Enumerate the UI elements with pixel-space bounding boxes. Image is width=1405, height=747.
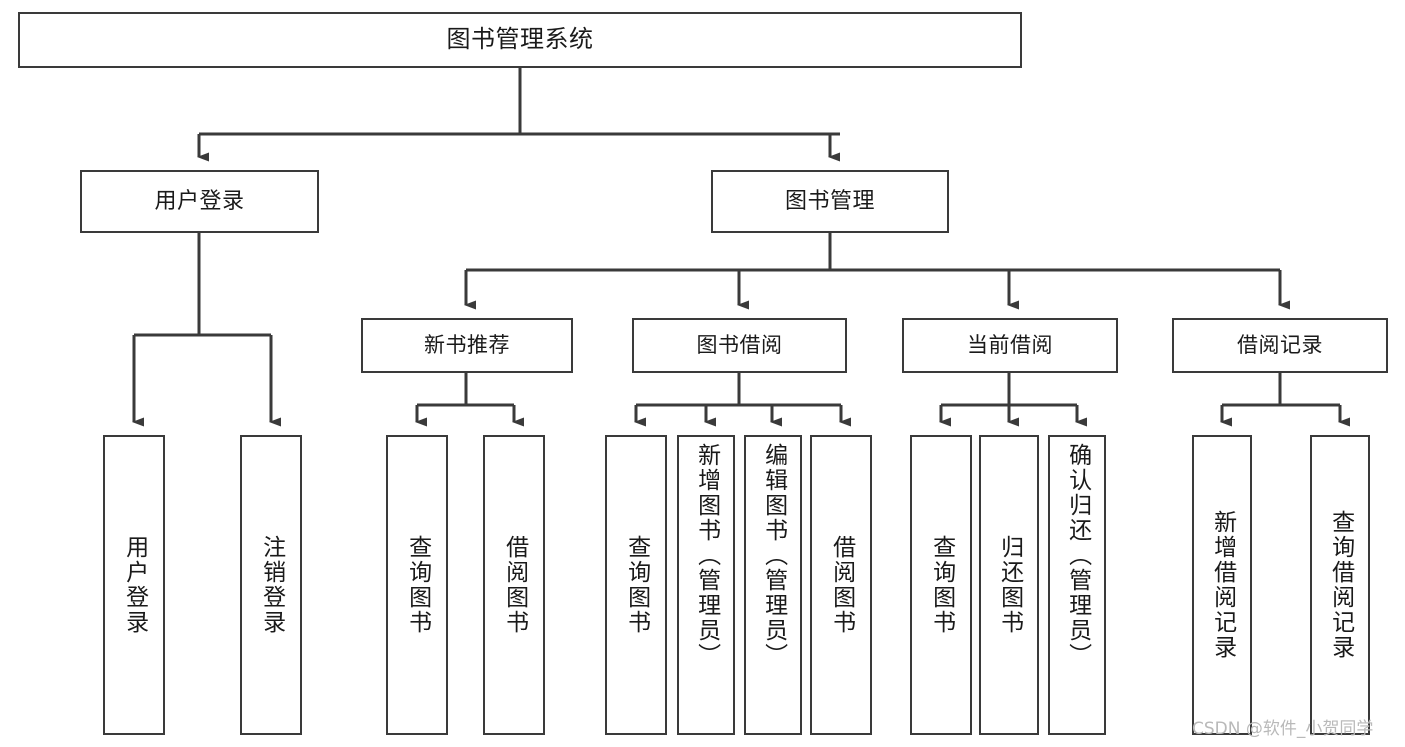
node-current-borrow[interactable]: 当前借阅 xyxy=(902,318,1118,373)
node-label: 归还图书 xyxy=(996,535,1023,635)
leaf-query-book-borrow[interactable]: 查询图书 xyxy=(605,435,667,735)
node-label: 确认归还（管理员） xyxy=(1064,443,1091,668)
leaf-add-borrow-record[interactable]: 新增借阅记录 xyxy=(1192,435,1252,735)
leaf-user-login[interactable]: 用户登录 xyxy=(103,435,165,735)
node-label: 借阅图书 xyxy=(828,535,855,635)
node-label: 查询借阅记录 xyxy=(1327,510,1354,660)
leaf-borrow-book[interactable]: 借阅图书 xyxy=(810,435,872,735)
node-new-book-recommend[interactable]: 新书推荐 xyxy=(361,318,573,373)
leaf-query-book-recommend[interactable]: 查询图书 xyxy=(386,435,448,735)
leaf-query-book-current[interactable]: 查询图书 xyxy=(910,435,972,735)
node-borrow-record[interactable]: 借阅记录 xyxy=(1172,318,1388,373)
node-label: 图书管理系统 xyxy=(446,25,594,54)
node-label: 查询图书 xyxy=(928,535,955,635)
node-label: 注销登录 xyxy=(258,535,285,635)
leaf-borrow-book-recommend[interactable]: 借阅图书 xyxy=(483,435,545,735)
node-root-library-management-system[interactable]: 图书管理系统 xyxy=(18,12,1022,68)
node-label: 编辑图书（管理员） xyxy=(760,443,787,668)
node-label: 查询图书 xyxy=(404,535,431,635)
node-label: 借阅记录 xyxy=(1237,333,1323,358)
leaf-confirm-return-admin[interactable]: 确认归还（管理员） xyxy=(1048,435,1106,735)
leaf-edit-book-admin[interactable]: 编辑图书（管理员） xyxy=(744,435,802,735)
leaf-query-borrow-record[interactable]: 查询借阅记录 xyxy=(1310,435,1370,735)
leaf-return-book[interactable]: 归还图书 xyxy=(979,435,1039,735)
node-label: 借阅图书 xyxy=(501,535,528,635)
node-label: 当前借阅 xyxy=(967,333,1053,358)
watermark-text: CSDN @软件_小贺同学 xyxy=(1192,719,1374,739)
node-label: 用户登录 xyxy=(154,188,245,214)
node-label: 查询图书 xyxy=(623,535,650,635)
node-book-borrow[interactable]: 图书借阅 xyxy=(632,318,847,373)
leaf-logout[interactable]: 注销登录 xyxy=(240,435,302,735)
node-label: 新增图书（管理员） xyxy=(693,443,720,668)
node-label: 新增借阅记录 xyxy=(1209,510,1236,660)
node-label: 图书管理 xyxy=(784,188,875,214)
node-book-management[interactable]: 图书管理 xyxy=(711,170,949,233)
node-label: 用户登录 xyxy=(121,535,148,635)
node-label: 图书借阅 xyxy=(696,333,783,358)
node-user-login[interactable]: 用户登录 xyxy=(80,170,319,233)
leaf-add-book-admin[interactable]: 新增图书（管理员） xyxy=(677,435,735,735)
node-label: 新书推荐 xyxy=(424,333,510,358)
